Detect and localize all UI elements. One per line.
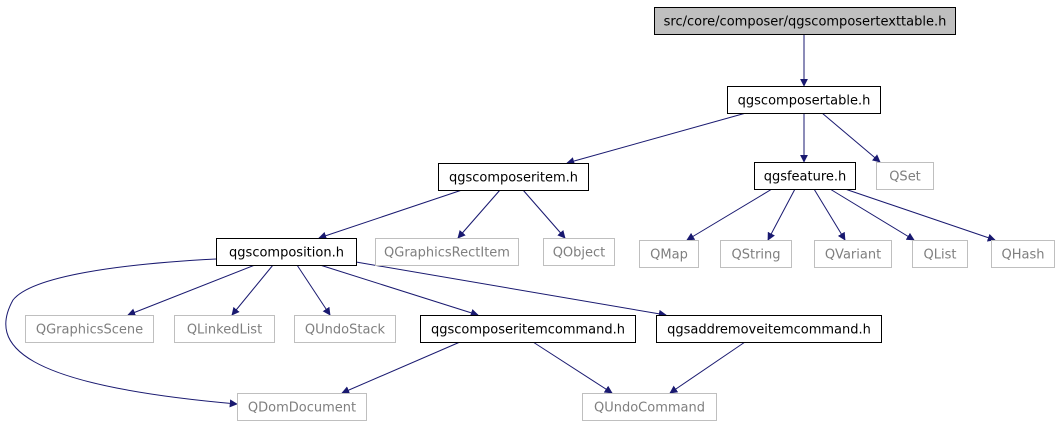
node-box-qobject	[543, 238, 615, 266]
node-qgrect: QGraphicsRectItem	[375, 238, 519, 266]
node-addremove[interactable]: qgsaddremoveitemcommand.h	[656, 315, 882, 343]
node-box-qset	[876, 162, 934, 190]
node-root[interactable]: src/core/composer/qgscomposertexttable.h	[654, 7, 956, 35]
edge-composition-to-qgscene	[127, 264, 256, 317]
node-qobject: QObject	[543, 238, 615, 266]
node-label-qstring: QString	[731, 248, 780, 263]
node-qlinked: QLinkedList	[174, 315, 275, 343]
edge-composition-to-qlinked	[231, 264, 274, 316]
edge-composition-to-qundostack	[296, 264, 331, 316]
node-box-table	[727, 86, 881, 114]
node-qstring: QString	[720, 240, 792, 268]
node-label-feature: qgsfeature.h	[764, 170, 847, 185]
edge-table-to-item	[566, 112, 747, 165]
node-qmap: QMap	[639, 240, 699, 268]
node-label-qlist: QList	[924, 248, 957, 263]
node-label-addremove: qgsaddremoveitemcommand.h	[667, 323, 871, 338]
edge-feature-to-qhash	[844, 188, 996, 242]
node-label-table: qgscomposertable.h	[738, 94, 871, 109]
edge-composition-to-addremove	[355, 261, 667, 318]
node-itemcmd[interactable]: qgscomposeritemcommand.h	[420, 315, 636, 343]
node-box-root	[654, 7, 956, 35]
edge-addremove-to-qundocmd	[669, 341, 746, 394]
node-box-qhash	[991, 240, 1055, 268]
node-qundocmd: QUndoCommand	[582, 393, 717, 421]
edge-itemcmd-to-qdom	[341, 341, 461, 394]
node-table[interactable]: qgscomposertable.h	[727, 86, 881, 114]
edges-layer	[5, 34, 996, 408]
node-label-qlinked: QLinkedList	[187, 323, 262, 338]
node-label-qdom: QDomDocument	[248, 401, 356, 416]
node-box-qstring	[720, 240, 792, 268]
node-box-itemcmd	[420, 315, 636, 343]
edge-feature-to-qlist	[829, 188, 915, 241]
nodes-layer: src/core/composer/qgscomposertexttable.h…	[25, 7, 1055, 421]
node-box-item	[438, 163, 589, 191]
node-label-qgrect: QGraphicsRectItem	[384, 246, 510, 261]
edge-item-to-qobject	[522, 189, 566, 239]
node-box-qlist	[912, 240, 968, 268]
node-qdom: QDomDocument	[237, 393, 367, 421]
node-feature[interactable]: qgsfeature.h	[754, 162, 856, 190]
edge-composition-to-qdom	[5, 258, 238, 408]
edge-feature-to-qstring	[767, 188, 796, 241]
node-item[interactable]: qgscomposeritem.h	[438, 163, 589, 191]
node-label-qvariant: QVariant	[825, 248, 881, 263]
node-label-qundocmd: QUndoCommand	[594, 401, 705, 416]
node-box-qgscene	[25, 315, 154, 343]
node-qhash: QHash	[991, 240, 1055, 268]
node-label-root: src/core/composer/qgscomposertexttable.h	[664, 15, 947, 30]
node-qundostack: QUndoStack	[294, 315, 396, 343]
node-label-qgscene: QGraphicsScene	[36, 323, 143, 338]
edge-item-to-composition	[318, 189, 463, 240]
node-label-item: qgscomposeritem.h	[449, 171, 578, 186]
edge-feature-to-qvariant	[813, 188, 846, 241]
node-label-qobject: QObject	[553, 246, 606, 261]
node-label-qhash: QHash	[1002, 248, 1045, 263]
node-box-qmap	[639, 240, 699, 268]
edge-feature-to-qmap	[686, 188, 773, 241]
node-qvariant: QVariant	[814, 240, 892, 268]
node-label-composition: qgscomposition.h	[229, 246, 344, 261]
node-box-qundostack	[294, 315, 396, 343]
node-qlist: QList	[912, 240, 968, 268]
edge-item-to-qgrect	[457, 189, 501, 239]
node-label-qmap: QMap	[650, 248, 688, 263]
edge-table-to-qset	[821, 112, 881, 163]
node-label-qset: QSet	[889, 170, 921, 185]
node-label-qundostack: QUndoStack	[305, 323, 386, 338]
node-qset: QSet	[876, 162, 934, 190]
node-box-qlinked	[174, 315, 275, 343]
node-qgscene: QGraphicsScene	[25, 315, 154, 343]
node-box-qgrect	[375, 238, 519, 266]
edge-itemcmd-to-qundocmd	[532, 341, 613, 394]
edge-composition-to-itemcmd	[319, 264, 479, 317]
node-box-composition	[216, 238, 357, 266]
node-box-qdom	[237, 393, 367, 421]
node-box-qvariant	[814, 240, 892, 268]
node-box-addremove	[656, 315, 882, 343]
node-box-feature	[754, 162, 856, 190]
node-composition[interactable]: qgscomposition.h	[216, 238, 357, 266]
node-label-itemcmd: qgscomposeritemcommand.h	[431, 323, 625, 338]
node-box-qundocmd	[582, 393, 717, 421]
